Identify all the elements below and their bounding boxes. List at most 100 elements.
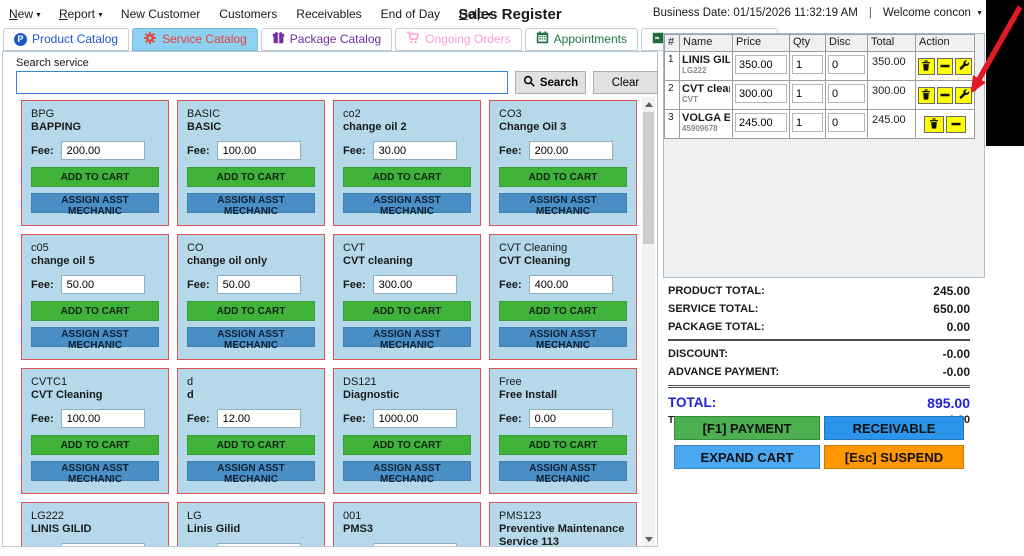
fee-input[interactable] <box>372 275 457 294</box>
minus-icon <box>940 88 950 103</box>
tab-product-catalog[interactable]: P Product Catalog <box>3 28 130 51</box>
scroll-up-arrow[interactable] <box>642 97 655 111</box>
decrease-qty-button[interactable] <box>936 57 954 75</box>
assign-asst-mechanic-button[interactable]: ASSIGN ASST MECHANIC <box>499 327 627 351</box>
add-to-cart-button[interactable]: ADD TO CART <box>31 167 159 187</box>
clear-button[interactable]: Clear <box>593 71 658 94</box>
add-to-cart-button[interactable]: ADD TO CART <box>343 435 471 455</box>
total-row: PRODUCT TOTAL: 245.00 <box>668 284 970 298</box>
service-name: Free Install <box>499 389 558 401</box>
receivable-button[interactable]: RECEIVABLE <box>824 416 964 440</box>
qty-input[interactable] <box>792 55 823 74</box>
assign-asst-mechanic-button[interactable]: ASSIGN ASST MECHANIC <box>31 193 159 217</box>
fee-input[interactable] <box>528 409 613 428</box>
fee-input[interactable] <box>216 543 301 546</box>
add-to-cart-button[interactable]: ADD TO CART <box>343 167 471 187</box>
fee-input[interactable] <box>60 543 145 546</box>
menu-item[interactable]: New▼ <box>9 6 42 21</box>
payment-button[interactable]: [F1] PAYMENT <box>674 416 820 440</box>
fee-input[interactable] <box>372 141 457 160</box>
fee-input[interactable] <box>528 141 613 160</box>
assign-asst-mechanic-button[interactable]: ASSIGN ASST MECHANIC <box>187 193 315 217</box>
service-code: CVT Cleaning <box>499 242 568 254</box>
assign-mechanic-button[interactable] <box>955 57 973 75</box>
service-code: LG222 <box>31 510 65 522</box>
decrease-qty-button[interactable] <box>946 115 966 133</box>
assign-asst-mechanic-button[interactable]: ASSIGN ASST MECHANIC <box>499 461 627 485</box>
service-name: CVT Cleaning <box>499 255 571 267</box>
delete-item-button[interactable] <box>918 86 935 104</box>
scrollbar-thumb[interactable] <box>643 112 654 244</box>
assign-asst-mechanic-button[interactable]: ASSIGN ASST MECHANIC <box>187 461 315 485</box>
menu-item[interactable]: Report▼ <box>58 6 104 21</box>
qty-input[interactable] <box>792 113 823 132</box>
price-input[interactable] <box>735 113 787 132</box>
assign-asst-mechanic-button[interactable]: ASSIGN ASST MECHANIC <box>31 327 159 351</box>
expand-cart-button[interactable]: EXPAND CART <box>674 445 820 469</box>
assign-asst-mechanic-button[interactable]: ASSIGN ASST MECHANIC <box>187 327 315 351</box>
scroll-down-arrow[interactable] <box>642 532 655 546</box>
row-number: 2 <box>665 81 680 110</box>
fee-input[interactable] <box>216 141 301 160</box>
add-to-cart-button[interactable]: ADD TO CART <box>187 301 315 321</box>
fee-label: Fee: <box>187 412 210 425</box>
decrease-qty-button[interactable] <box>936 86 954 104</box>
fee-input[interactable] <box>372 409 457 428</box>
wrench-icon <box>958 59 970 74</box>
menu-item[interactable]: Receivables <box>296 6 362 21</box>
menu-item[interactable]: Help▼ <box>459 6 493 21</box>
disc-input[interactable] <box>828 55 865 74</box>
suspend-button[interactable]: [Esc] SUSPEND <box>824 445 964 469</box>
double-divider <box>668 385 970 388</box>
fee-input[interactable] <box>216 275 301 294</box>
fee-input[interactable] <box>60 409 145 428</box>
search-button[interactable]: Search <box>515 71 586 94</box>
fee-input[interactable] <box>60 141 145 160</box>
fee-input[interactable] <box>528 275 613 294</box>
add-to-cart-button[interactable]: ADD TO CART <box>31 435 159 455</box>
assign-asst-mechanic-button[interactable]: ASSIGN ASST MECHANIC <box>343 193 471 217</box>
tab-package-catalog[interactable]: Package Catalog <box>260 28 393 51</box>
vertical-scrollbar[interactable] <box>642 97 655 546</box>
product-catalog-icon: P <box>14 32 27 46</box>
calendar-icon <box>536 31 549 47</box>
add-to-cart-button[interactable]: ADD TO CART <box>343 301 471 321</box>
delete-item-button[interactable] <box>924 115 944 133</box>
disc-input[interactable] <box>828 113 865 132</box>
assign-asst-mechanic-button[interactable]: ASSIGN ASST MECHANIC <box>343 327 471 351</box>
service-code: CO <box>187 242 204 254</box>
fee-input[interactable] <box>372 543 457 546</box>
dropdown-caret-icon: ▼ <box>96 11 104 19</box>
add-to-cart-button[interactable]: ADD TO CART <box>499 301 627 321</box>
price-input[interactable] <box>735 55 787 74</box>
menu-item[interactable]: Customers <box>219 6 278 21</box>
disc-input[interactable] <box>828 84 865 103</box>
assign-asst-mechanic-button[interactable]: ASSIGN ASST MECHANIC <box>31 461 159 485</box>
assign-mechanic-button[interactable] <box>955 86 973 104</box>
fee-label: Fee: <box>31 144 54 157</box>
completed-check-icon <box>652 32 664 47</box>
tab-appointments[interactable]: Appointments <box>524 28 638 51</box>
cart-row: 2 CVT cleaning CVT 300.00 <box>665 81 975 110</box>
search-input[interactable] <box>16 71 508 94</box>
menu-item[interactable]: End of Day <box>380 6 441 21</box>
menu-item[interactable]: New Customer <box>120 6 201 21</box>
tab-service-catalog[interactable]: Service Catalog <box>132 28 258 51</box>
add-to-cart-button[interactable]: ADD TO CART <box>31 301 159 321</box>
add-to-cart-button[interactable]: ADD TO CART <box>499 435 627 455</box>
fee-input[interactable] <box>216 409 301 428</box>
add-to-cart-button[interactable]: ADD TO CART <box>187 435 315 455</box>
user-menu[interactable]: Welcome concon ▼ <box>882 7 983 19</box>
assign-asst-mechanic-button[interactable]: ASSIGN ASST MECHANIC <box>343 461 471 485</box>
tab-ongoing-orders[interactable]: Ongoing Orders <box>395 28 522 51</box>
cart-column-header: Qty <box>790 35 826 52</box>
assign-asst-mechanic-button[interactable]: ASSIGN ASST MECHANIC <box>499 193 627 217</box>
price-input[interactable] <box>735 84 787 103</box>
service-name: LINIS GILID <box>31 523 92 535</box>
qty-input[interactable] <box>792 84 823 103</box>
delete-item-button[interactable] <box>918 57 935 75</box>
add-to-cart-button[interactable]: ADD TO CART <box>187 167 315 187</box>
service-code: PMS123 <box>499 510 542 522</box>
fee-input[interactable] <box>60 275 145 294</box>
add-to-cart-button[interactable]: ADD TO CART <box>499 167 627 187</box>
